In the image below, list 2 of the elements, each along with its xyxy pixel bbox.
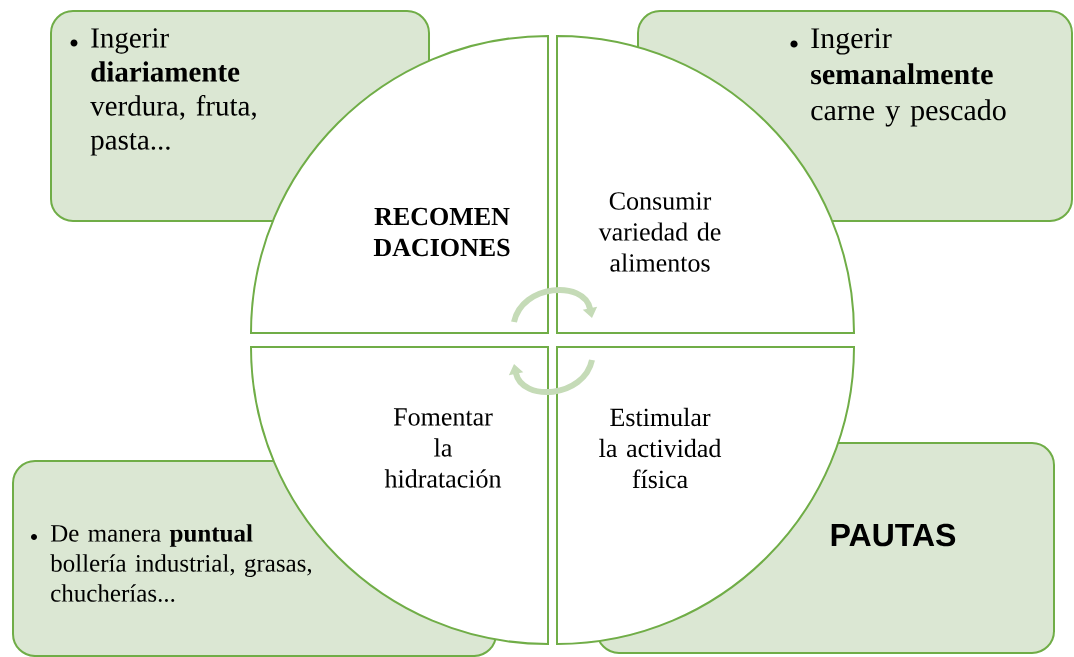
curved-arrow [511, 287, 598, 323]
curved-arrow [508, 359, 595, 395]
